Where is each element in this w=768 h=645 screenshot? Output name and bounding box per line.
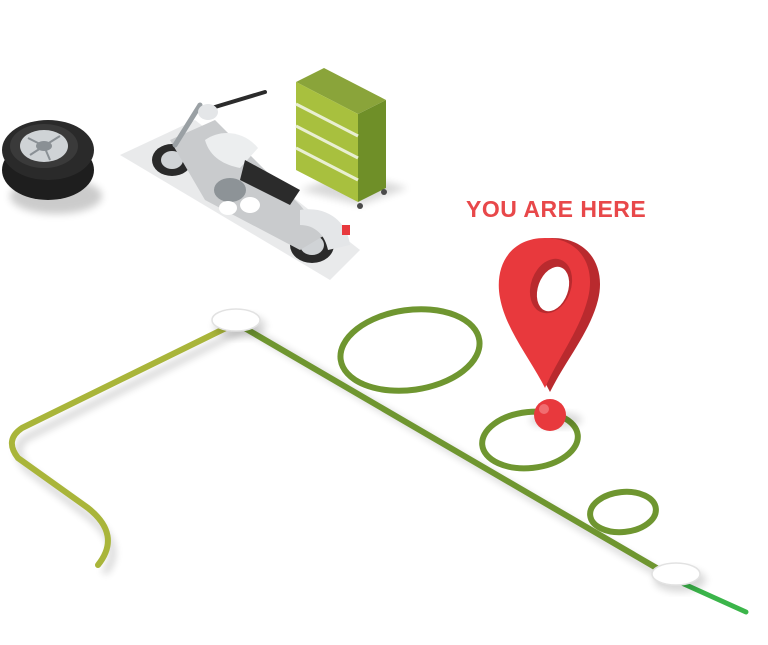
tire-icon [2, 120, 102, 214]
you-are-here-label: YOU ARE HERE [466, 196, 647, 222]
route-main [233, 306, 663, 573]
drawer-cabinet-icon [295, 68, 408, 209]
route-segment-start [9, 320, 239, 568]
waypoint-marker-end [651, 562, 706, 592]
motorcycle-icon [120, 90, 360, 280]
waypoint-marker-start [211, 308, 266, 338]
location-pin-icon [498, 238, 601, 431]
